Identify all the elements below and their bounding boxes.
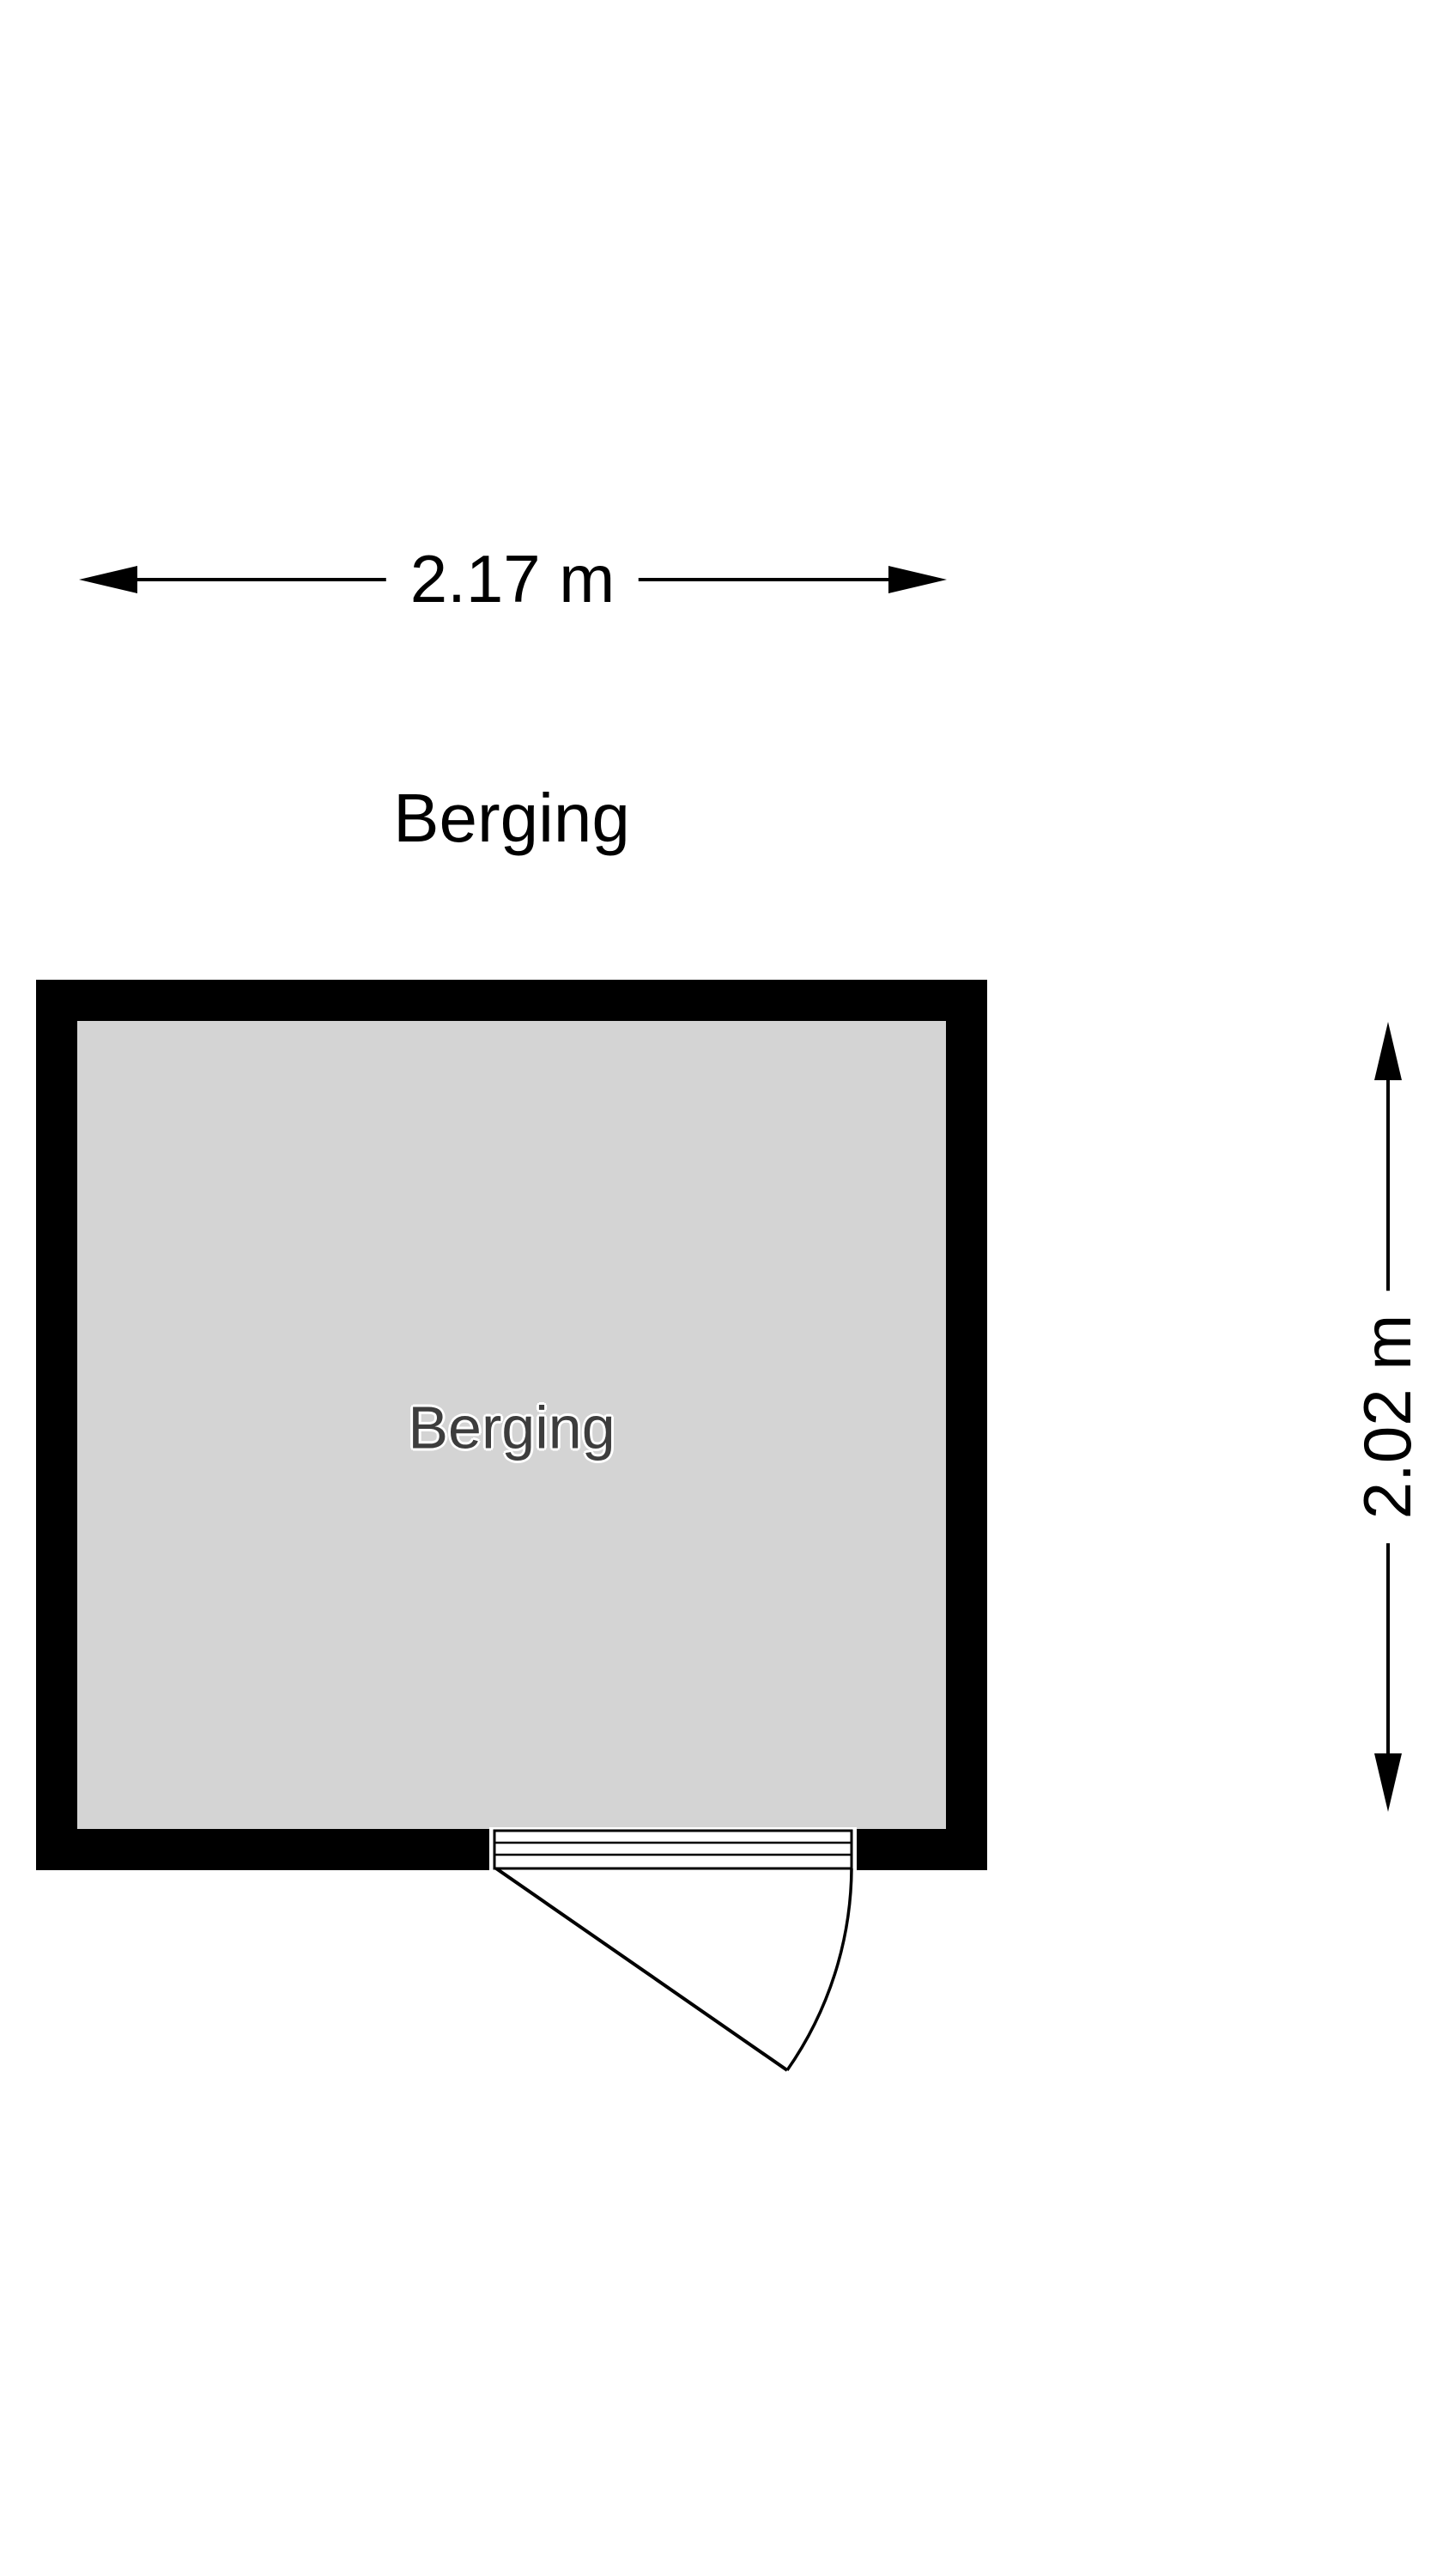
door-swing-arc	[785, 1868, 853, 2072]
room-floor	[77, 1021, 946, 1829]
arrow-right-icon	[888, 566, 947, 593]
door-leaf	[494, 1867, 789, 2072]
height-dimension-label: 2.02 m	[1349, 1290, 1427, 1544]
door-threshold	[493, 1829, 853, 1870]
arrow-up-icon	[1374, 1022, 1402, 1080]
width-dimension-label: 2.17 m	[385, 541, 640, 618]
room-label: Berging	[408, 1394, 615, 1461]
arrow-left-icon	[79, 566, 137, 593]
arrow-down-icon	[1374, 1753, 1402, 1812]
plan-title: Berging	[393, 780, 630, 856]
